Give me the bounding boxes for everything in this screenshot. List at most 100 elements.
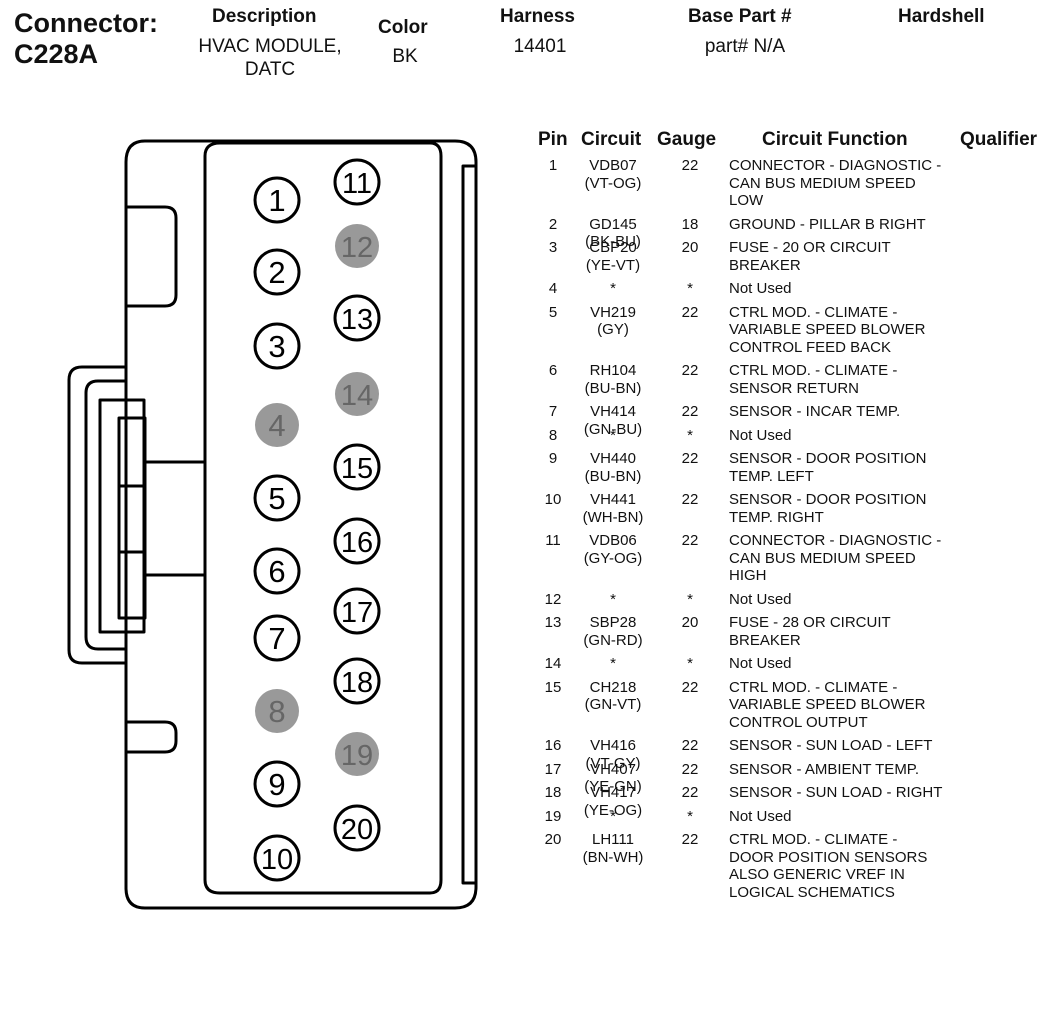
circuit-line: (BU-BN) (584, 467, 642, 485)
harness-value: 14401 (513, 36, 567, 57)
circuit-cell: SBP28(GN-RD) (574, 614, 652, 649)
connector-pin: 18 (333, 657, 381, 705)
circuit-cell: VH416(VT-GY) (574, 737, 652, 772)
connector-pin: 11 (333, 158, 381, 206)
gauge-cell: 20 (681, 239, 699, 256)
pin-cell: 3 (548, 239, 558, 256)
pin-number: 9 (268, 767, 285, 802)
circuit-cell: VH441(WH-BN) (574, 491, 652, 526)
function-line: VARIABLE SPEED BLOWER (729, 321, 926, 338)
function-line: TEMP. RIGHT (729, 508, 824, 526)
function-line: CAN BUS MEDIUM SPEED (729, 549, 916, 567)
pin-circle (333, 587, 381, 635)
circuit-line: VH219 (590, 303, 636, 321)
pin-face (203, 141, 443, 895)
function-line: GROUND - PILLAR B RIGHT (729, 215, 926, 233)
function-cell: GROUND - PILLAR B RIGHT (729, 216, 969, 234)
circuit-cell: * (574, 591, 652, 609)
connector-pin: 16 (333, 517, 381, 565)
pin-circle (253, 760, 301, 808)
pin-cell: 10 (544, 491, 562, 508)
circuit-line: (VT-GY) (585, 754, 641, 772)
connector-pin: 15 (333, 443, 381, 491)
circuit-cell: VH440(BU-BN) (574, 450, 652, 485)
pin-circle (333, 657, 381, 705)
connector-pin: 10 (253, 834, 301, 882)
connector-label: Connector: (14, 8, 158, 38)
function-line: HIGH (729, 567, 767, 584)
pin-number: 17 (341, 597, 373, 629)
gauge-cell: 22 (681, 450, 699, 467)
circuit-line: (GN-VT) (584, 696, 642, 713)
circuit-cell: * (574, 808, 652, 826)
pin-circle (253, 248, 301, 296)
pin-number: 11 (342, 168, 372, 200)
side-rib (126, 205, 178, 308)
connector-pin: 9 (253, 760, 301, 808)
connector-pin: 6 (253, 547, 301, 595)
function-line: CTRL MOD. - CLIMATE - (729, 678, 898, 696)
pin-number: 3 (268, 329, 285, 364)
pin-circle (333, 804, 381, 852)
pin-number: 7 (268, 621, 285, 656)
header-pin: Pin (538, 129, 568, 150)
connector-housing (67, 139, 478, 910)
pin-number: 15 (341, 453, 373, 485)
pin-cell: 18 (544, 784, 562, 801)
gauge-cell: 20 (681, 614, 699, 631)
pin-number: 1 (268, 183, 285, 218)
pin-number: 2 (268, 255, 285, 290)
unused-pin-circle (335, 732, 379, 776)
gauge-cell: * (687, 807, 693, 825)
function-line: TEMP. LEFT (729, 467, 814, 485)
pin-circle (253, 614, 301, 662)
pin-number: 6 (268, 554, 285, 589)
pin-circle (333, 517, 381, 565)
circuit-line: (BN-WH) (582, 848, 644, 866)
connector-pin: 14 (335, 372, 379, 416)
function-line: DOOR POSITION SENSORS (729, 848, 928, 866)
connector-title: Connector: C228A (14, 8, 158, 70)
connector-pin: 19 (335, 732, 379, 776)
circuit-line: (VT-OG) (584, 174, 642, 192)
function-cell: CTRL MOD. - CLIMATE -VARIABLE SPEED BLOW… (729, 304, 969, 357)
gauge-cell: 22 (681, 157, 699, 174)
circuit-line: VH407 (590, 760, 636, 778)
circuit-line: (BU-BN) (584, 379, 642, 397)
pin-cell: 1 (548, 157, 558, 174)
circuit-line: GD145 (589, 215, 637, 233)
connector-pin: 13 (333, 294, 381, 342)
circuit-line: (WH-BN) (582, 508, 644, 526)
function-cell: Not Used (729, 591, 969, 609)
pin-circle (253, 322, 301, 370)
function-line: CONTROL FEED BACK (729, 338, 891, 356)
function-line: SENSOR - INCAR TEMP. (729, 403, 901, 420)
pin-cell: 17 (544, 760, 562, 778)
gauge-cell: 22 (681, 303, 699, 321)
function-line: Not Used (729, 426, 792, 444)
pin-number: 16 (341, 527, 373, 559)
connector-pin: 20 (333, 804, 381, 852)
connector-pin: 3 (253, 322, 301, 370)
latch-tab (98, 398, 146, 634)
pin-cell: 14 (544, 655, 562, 672)
housing-outline (124, 139, 478, 910)
gauge-cell: 22 (681, 403, 699, 420)
pin-cell: 5 (548, 303, 558, 321)
latch-inner (84, 379, 126, 651)
circuit-line: VH440 (590, 450, 636, 467)
connector-pin: 7 (253, 614, 301, 662)
connector-pin: 2 (253, 248, 301, 296)
table-row: 12**Not Used (528, 591, 1052, 609)
